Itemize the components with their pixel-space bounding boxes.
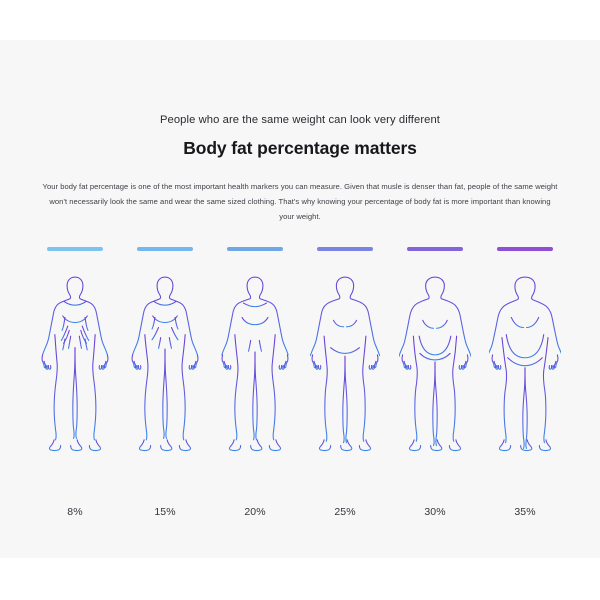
bar-cell <box>210 244 300 254</box>
figure-cell-35 <box>480 272 570 472</box>
gradient-bar-8 <box>47 247 103 251</box>
figure-cell-25 <box>300 272 390 472</box>
gradient-bar-15 <box>137 247 193 251</box>
figure-cell-8 <box>30 272 120 472</box>
gradient-bar-25 <box>317 247 373 251</box>
page-title: Body fat percentage matters <box>183 138 417 158</box>
figure-cell-30 <box>390 272 480 472</box>
bar-cell <box>120 244 210 254</box>
body-silhouette-20 <box>221 276 289 451</box>
infographic-card: People who are the same weight can look … <box>0 40 600 558</box>
percentage-label-35: 35% <box>514 506 536 518</box>
percentage-label-8: 8% <box>67 506 83 518</box>
bar-cell <box>300 244 390 254</box>
intro-paragraph: Your body fat percentage is one of the m… <box>42 182 558 222</box>
gradient-bar-row <box>30 244 570 254</box>
figure-cell-20 <box>210 272 300 472</box>
body-silhouette-30 <box>399 276 471 451</box>
body-silhouette-8 <box>41 276 109 451</box>
bar-cell <box>30 244 120 254</box>
figure-cell-15 <box>120 272 210 472</box>
eyebrow-text: People who are the same weight can look … <box>159 114 441 126</box>
percentage-label-15: 15% <box>154 506 176 518</box>
body-silhouette-25 <box>309 276 381 451</box>
gradient-bar-30 <box>407 247 463 251</box>
bar-cell <box>390 244 480 254</box>
gradient-bar-35 <box>497 247 553 251</box>
gradient-bar-20 <box>227 247 283 251</box>
percentage-label-30: 30% <box>424 506 446 518</box>
percentage-label-20: 20% <box>244 506 266 518</box>
percentage-label-25: 25% <box>334 506 356 518</box>
bar-cell <box>480 244 570 254</box>
percentage-label-row: 8% 15% 20% 25% 30% 35% <box>30 506 570 526</box>
body-silhouette-35 <box>489 276 561 451</box>
body-figure-row <box>30 272 570 472</box>
body-silhouette-15 <box>131 276 199 451</box>
